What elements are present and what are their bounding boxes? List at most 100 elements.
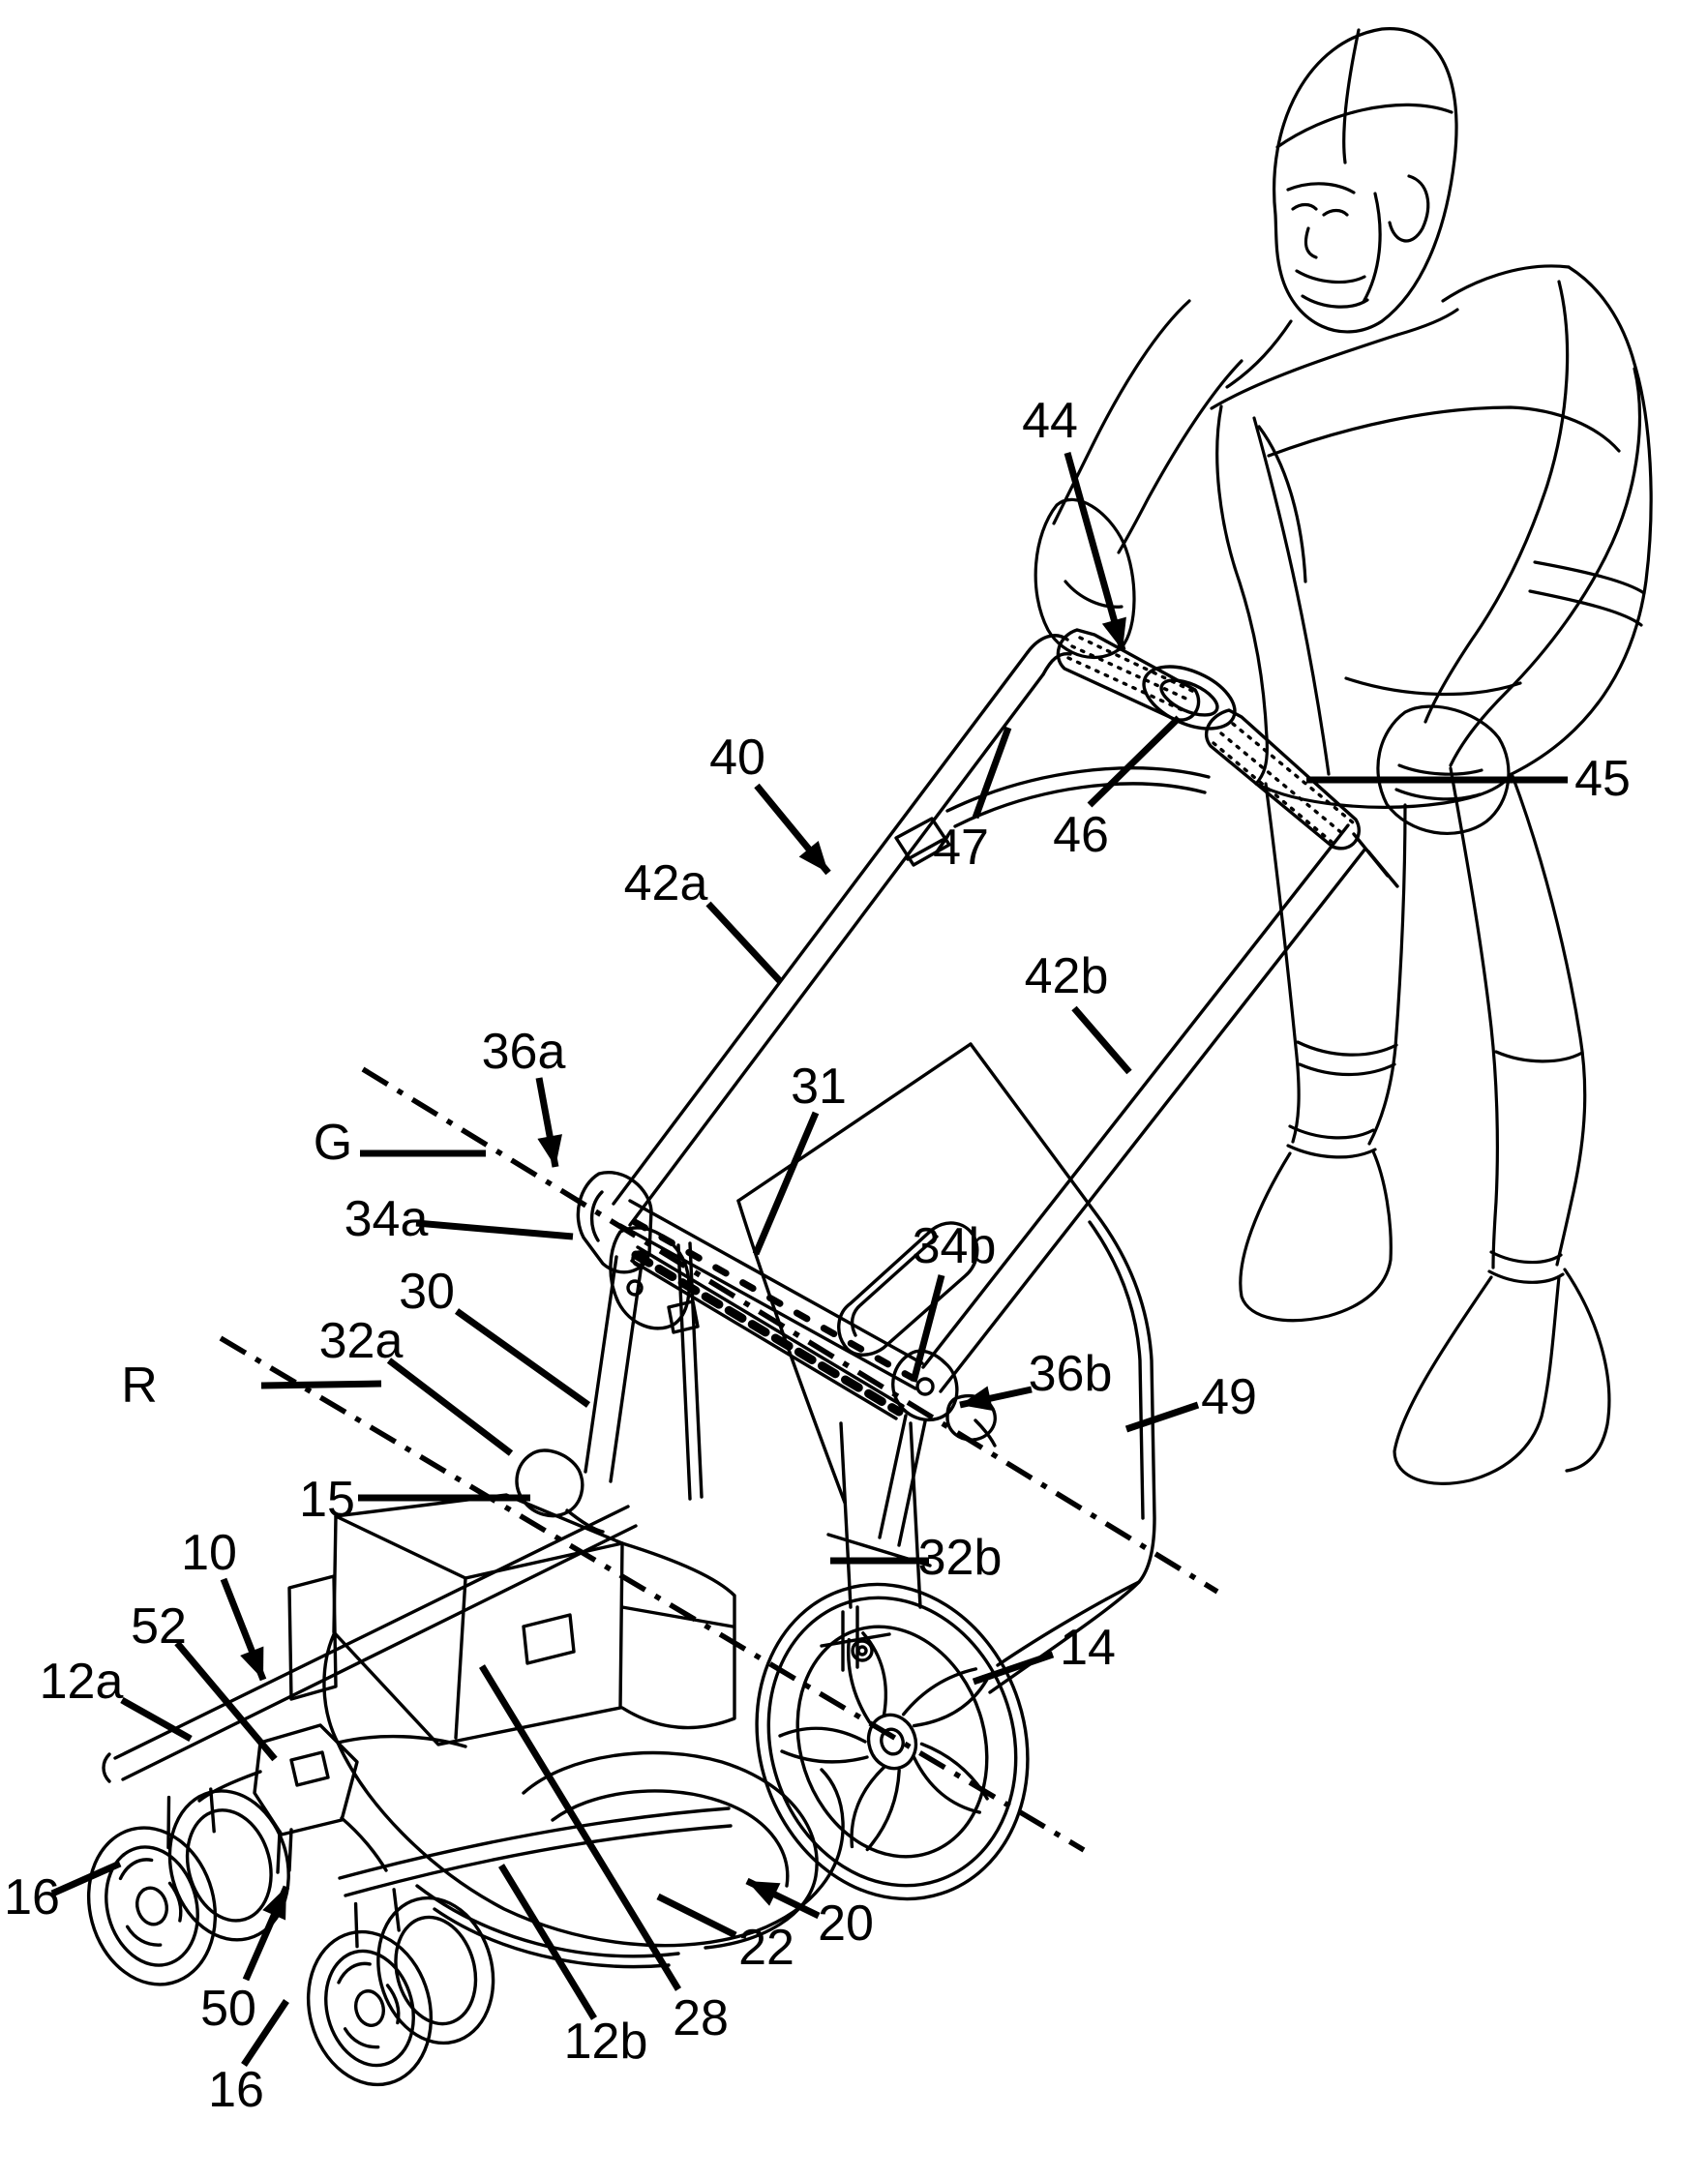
ref-label-text-22: 22	[738, 1920, 794, 1976]
ref-label-R-16: R	[121, 1358, 382, 1414]
axis-g-dashdot-line	[361, 1066, 1219, 1595]
person-torso	[1210, 264, 1653, 809]
ref-label-text-52: 52	[131, 1598, 187, 1655]
arrowhead-50	[262, 1887, 286, 1921]
ref-label-text-47: 47	[933, 820, 989, 876]
leader-line-16	[50, 1860, 122, 1897]
leader-line-R	[260, 1380, 382, 1389]
ref-label-46-3: 46	[1053, 715, 1182, 863]
ref-label-16-23: 16	[4, 1860, 122, 1925]
ref-label-22-25: 22	[656, 1893, 794, 1976]
ref-label-42a-5: 42a	[624, 855, 783, 984]
left-caster-wheels-16	[86, 1787, 290, 1986]
ref-label-49-15: 49	[1124, 1369, 1257, 1433]
arrowhead-36a	[537, 1134, 562, 1167]
ref-label-text-12b: 12b	[564, 2014, 648, 2070]
arrowhead-44	[1101, 616, 1126, 650]
bag-frame-31	[618, 1199, 924, 1420]
leader-line-52	[174, 1640, 278, 1762]
ref-label-32b-19: 32b	[830, 1530, 1002, 1586]
leader-line-30	[454, 1308, 591, 1408]
leader-line-42a	[705, 901, 783, 984]
ref-label-32a-13: 32a	[319, 1313, 514, 1456]
lower-handle-30	[584, 1255, 932, 1609]
ref-label-40-1: 40	[709, 730, 831, 876]
ref-label-text-16: 16	[208, 2062, 264, 2118]
ref-label-30-12: 30	[399, 1264, 591, 1408]
leader-line-46	[1087, 715, 1182, 808]
rear-wheel-14	[755, 1582, 1030, 1901]
ref-label-42b-6: 42b	[1025, 948, 1132, 1075]
ref-label-text-15: 15	[299, 1472, 355, 1528]
leader-line-28	[479, 1664, 681, 1991]
arrowhead-20	[747, 1881, 781, 1906]
leader-line-32a	[386, 1358, 514, 1456]
ref-label-12a-22: 12a	[40, 1654, 193, 1743]
ref-label-47-2: 47	[933, 726, 1012, 876]
ref-label-text-34a: 34a	[345, 1191, 429, 1247]
ref-label-text-31: 31	[791, 1059, 847, 1115]
ref-label-45-4: 45	[1306, 751, 1631, 807]
leader-line-34b	[910, 1274, 945, 1383]
latch-15	[515, 1448, 605, 1534]
ref-label-12b-28: 12b	[498, 1864, 648, 2070]
caster-pivot-50-52	[197, 1723, 388, 1874]
ref-label-15-17: 15	[299, 1472, 530, 1528]
handle-assembly	[612, 634, 1399, 1393]
ref-label-text-28: 28	[673, 1990, 729, 2046]
leader-line-22	[656, 1893, 737, 1939]
ref-label-G-8: G	[314, 1115, 486, 1171]
ref-label-36b-14: 36b	[959, 1346, 1112, 1411]
leader-line-16	[241, 1999, 289, 2067]
arrowhead-36b	[960, 1386, 994, 1411]
ref-label-text-32a: 32a	[319, 1313, 404, 1369]
arrowhead-10	[240, 1646, 264, 1680]
ref-label-52-20: 52	[131, 1598, 278, 1762]
right-caster-wheels-16	[306, 1888, 495, 2087]
ref-label-text-14: 14	[1060, 1620, 1116, 1676]
leader-line-12b	[498, 1864, 597, 2020]
leader-line-42b	[1071, 1005, 1132, 1075]
ref-label-text-16: 16	[4, 1869, 60, 1925]
ref-label-text-20: 20	[818, 1895, 874, 1952]
ref-label-text-32b: 32b	[918, 1530, 1003, 1586]
ref-label-44-0: 44	[1022, 393, 1126, 651]
ref-label-text-44: 44	[1022, 393, 1078, 449]
person-drawing	[1034, 27, 1653, 1485]
ref-label-text-46: 46	[1053, 807, 1109, 863]
leader-line-12a	[120, 1696, 193, 1743]
ref-label-10-18: 10	[181, 1525, 267, 1682]
ref-label-text-30: 30	[399, 1264, 455, 1320]
ref-label-text-12a: 12a	[40, 1654, 124, 1710]
ref-label-34b-11: 34b	[910, 1218, 997, 1383]
axis-r-dashdot-line	[219, 1335, 1086, 1853]
ref-label-20-24: 20	[745, 1877, 874, 1952]
ref-label-31-9: 31	[752, 1059, 847, 1256]
person-legs	[1239, 766, 1611, 1485]
ref-label-16-29: 16	[208, 1999, 289, 2118]
mower-drawing	[86, 628, 1399, 2087]
ref-label-34a-10: 34a	[345, 1191, 574, 1247]
ref-label-text-10: 10	[181, 1525, 237, 1581]
leader-line-47	[972, 726, 1012, 820]
ref-label-14-21: 14	[972, 1620, 1116, 1686]
ref-label-text-42a: 42a	[624, 855, 708, 911]
ref-label-text-40: 40	[709, 730, 765, 786]
leader-line-34a	[415, 1219, 574, 1240]
ref-label-text-34b: 34b	[913, 1218, 997, 1274]
ref-label-text-G: G	[314, 1115, 352, 1171]
ref-label-36a-7: 36a	[482, 1024, 565, 1168]
arrowhead-40	[798, 841, 828, 873]
leader-line-49	[1124, 1401, 1200, 1433]
reference-axes	[219, 1066, 1219, 1853]
leader-line-31	[752, 1111, 820, 1256]
person-head	[1273, 27, 1458, 334]
ref-label-text-49: 49	[1201, 1369, 1257, 1425]
ref-label-text-45: 45	[1574, 751, 1631, 807]
leader-line-14	[972, 1651, 1055, 1686]
ref-label-text-R: R	[121, 1358, 158, 1414]
leader-line-44	[1064, 452, 1126, 651]
ref-label-text-50: 50	[200, 1981, 256, 2037]
ref-label-50-26: 50	[200, 1885, 290, 2037]
